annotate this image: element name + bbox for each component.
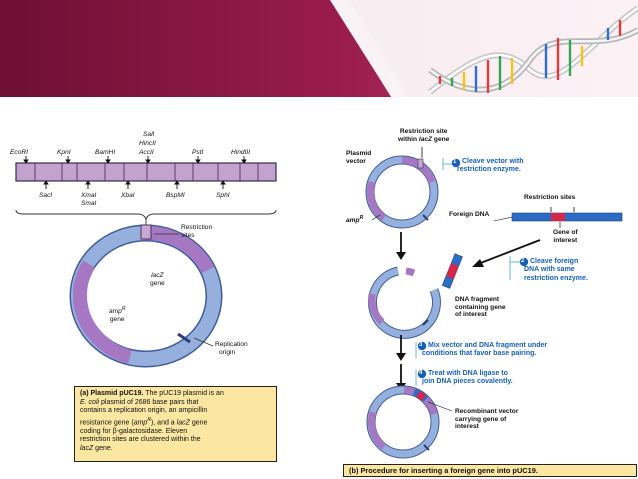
foreign-dna-bar	[511, 207, 623, 228]
arrow-to-fragment	[477, 239, 541, 265]
site-label-hincii: HincII	[139, 140, 156, 147]
dna-helix-banner	[0, 0, 638, 103]
site-label-smai: SmaI	[81, 200, 97, 207]
step-number-4: 4	[419, 370, 423, 376]
site-label-bspmi: BspMI	[166, 192, 185, 199]
cut-plasmid-ring	[368, 266, 441, 339]
ampr-gene-label: ampR gene	[109, 306, 126, 323]
plasmid-vector-ring	[365, 155, 439, 229]
puc19-plasmid-ring	[69, 224, 223, 368]
site-label-psti: PstI	[192, 149, 204, 156]
site-label-saci: SacI	[39, 192, 53, 199]
top-site-arrows	[23, 156, 247, 164]
site-label-acci: AccII	[139, 149, 154, 156]
recombinant-plasmid-ring	[366, 385, 440, 459]
ampr-label-1: ampR	[346, 215, 364, 225]
restriction-site-within-lacz-label: Restriction site within lacZ gene	[398, 128, 450, 143]
ampr-pointer-1	[371, 214, 381, 221]
caption-panel-b: (b) Procedure for inserting a foreign ge…	[343, 464, 637, 477]
arrow-down-2	[396, 335, 406, 361]
site-label-kpni: KpnI	[57, 149, 71, 156]
step-number-1: 1	[453, 159, 457, 165]
restriction-site-strip	[15, 162, 277, 182]
site-label-hindiii: HindIII	[231, 149, 251, 156]
restriction-sites-label-b: Restriction sites	[524, 194, 576, 201]
site-label-xmai: XmaI	[81, 192, 97, 199]
site-label-xbai: XbaI	[121, 192, 135, 199]
bottom-site-arrows	[43, 180, 226, 189]
foreign-dna-label: Foreign DNA	[449, 211, 490, 218]
step-number-badges	[417, 158, 529, 379]
site-label-sphi: SphI	[216, 192, 230, 199]
recombinant-pointer	[427, 401, 453, 412]
header-banner	[0, 0, 638, 103]
site-label-bamhi: BamHI	[95, 149, 116, 156]
step-number-3: 3	[419, 342, 423, 348]
arrow-down-1	[396, 232, 406, 260]
site-label-sali: SalI	[143, 131, 155, 138]
dna-helix-icon	[428, 5, 638, 95]
caption-panel-a: (a) Plasmid pUC19. The pUC19 plasmid is …	[74, 386, 277, 462]
step-number-2: 2	[521, 258, 525, 264]
dna-fragment	[441, 253, 463, 289]
origin-pointer	[193, 337, 214, 347]
site-label-ecori: EcoRI	[10, 149, 28, 156]
